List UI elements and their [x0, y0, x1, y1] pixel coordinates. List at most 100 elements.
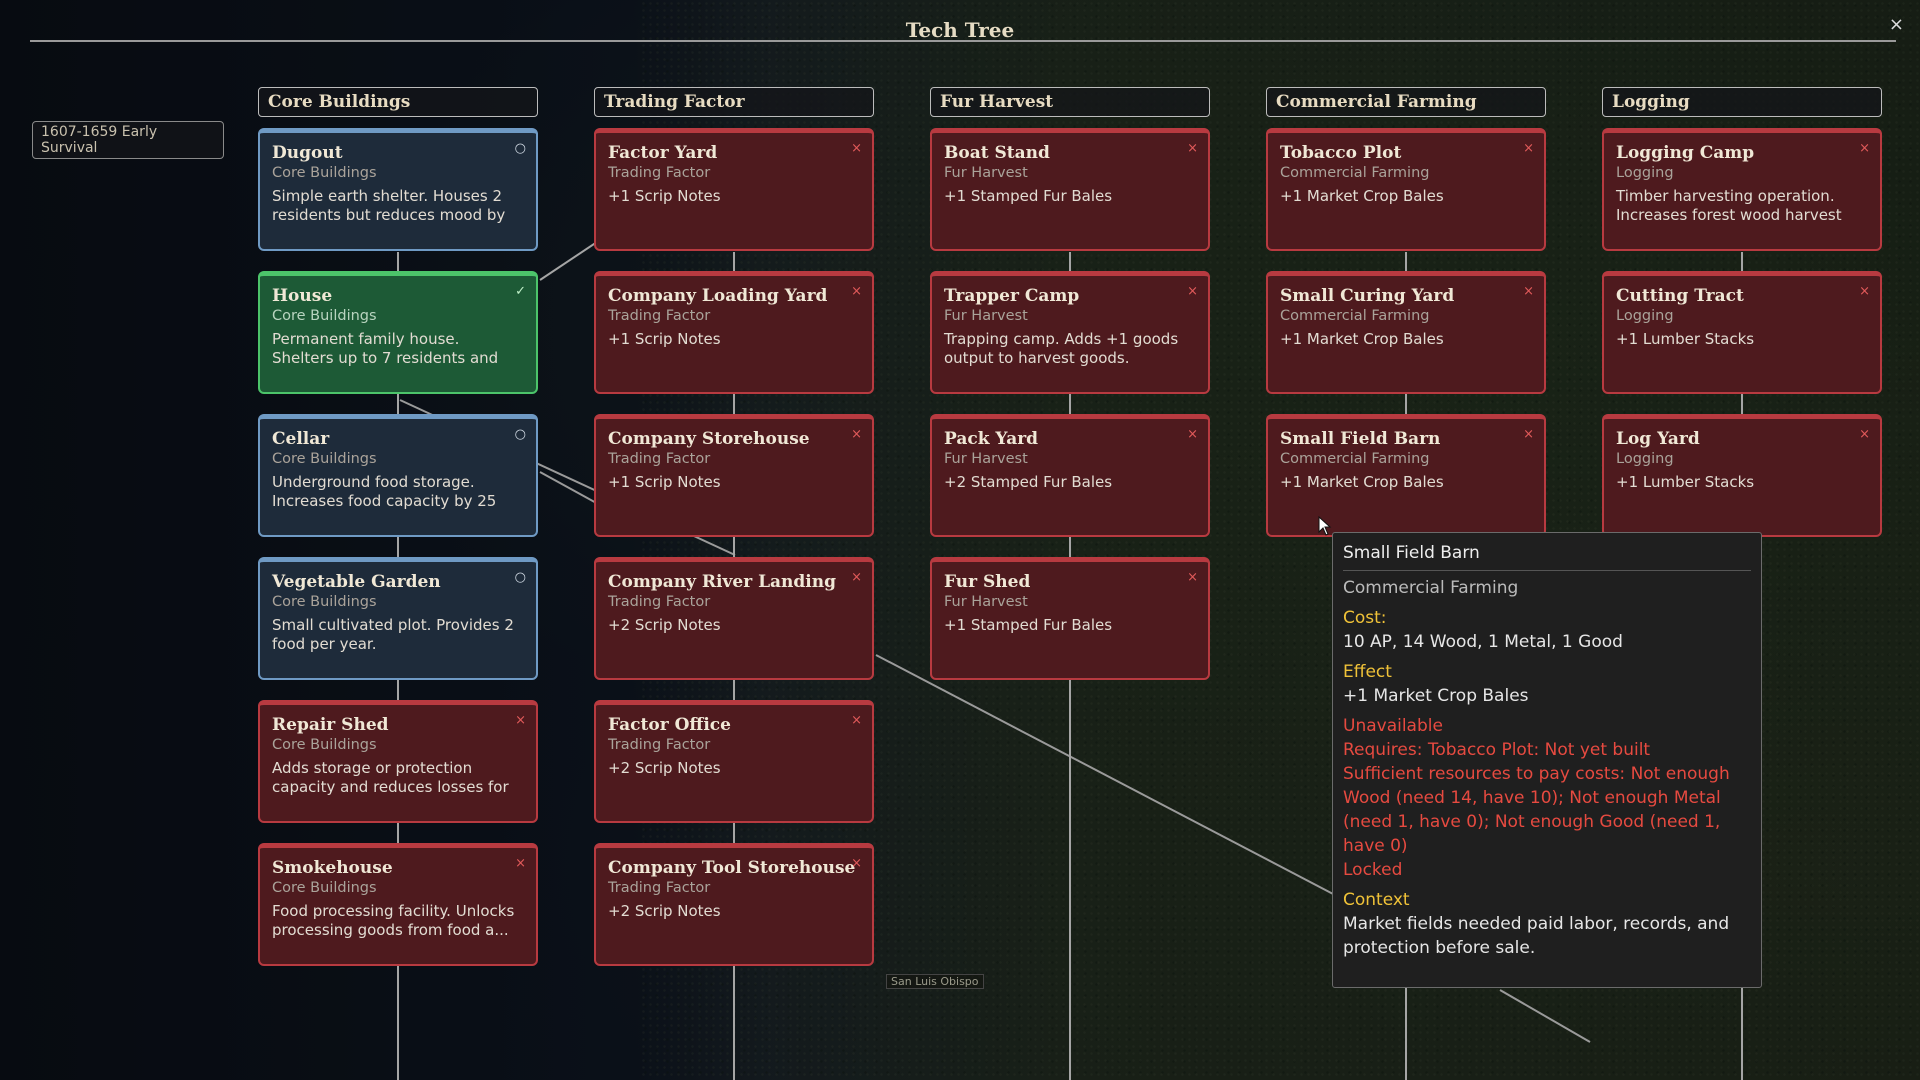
card-description: +1 Scrip Notes: [608, 473, 721, 491]
tooltip-title: Small Field Barn: [1343, 541, 1751, 571]
card-description: Underground food storage. Increases food…: [272, 473, 497, 510]
card-category: Fur Harvest: [944, 451, 1028, 467]
tech-card-fur-shed[interactable]: Fur Shed Fur Harvest +1 Stamped Fur Bale…: [930, 557, 1210, 680]
tech-card-pack-yard[interactable]: Pack Yard Fur Harvest +2 Stamped Fur Bal…: [930, 414, 1210, 537]
tech-card-cutting-tract[interactable]: Cutting Tract Logging +1 Lumber Stacks ×: [1602, 271, 1882, 394]
tech-card-dugout[interactable]: Dugout Core Buildings Simple earth shelt…: [258, 128, 538, 251]
available-circle-icon: ○: [514, 141, 526, 156]
card-category: Logging: [1616, 308, 1674, 324]
tech-card-company-tool-storehouse[interactable]: Company Tool Storehouse Trading Factor +…: [594, 843, 874, 966]
tech-card-logging-camp[interactable]: Logging Camp Logging Timber harvesting o…: [1602, 128, 1882, 251]
column-header-fur-harvest: Fur Harvest: [930, 87, 1210, 117]
connector-logging-lower: [1741, 988, 1743, 1080]
window-title: Tech Tree: [905, 18, 1015, 42]
tooltip-effect: +1 Market Crop Bales: [1343, 686, 1529, 706]
card-description: Adds storage or protection capacity and …: [272, 759, 509, 796]
card-description: +1 Scrip Notes: [608, 187, 721, 205]
locked-x-icon: ×: [1523, 284, 1534, 299]
tech-card-log-yard[interactable]: Log Yard Logging +1 Lumber Stacks ×: [1602, 414, 1882, 537]
locked-x-icon: ×: [1859, 284, 1870, 299]
card-title: Cellar: [272, 429, 330, 449]
tooltip-effect-label: Effect: [1343, 662, 1392, 682]
card-category: Trading Factor: [608, 737, 711, 753]
tooltip-requirement: Sufficient resources to pay costs: Not e…: [1343, 764, 1730, 856]
connector-cellar-landing: [539, 471, 601, 506]
card-category: Fur Harvest: [944, 308, 1028, 324]
tech-card-small-curing-yard[interactable]: Small Curing Yard Commercial Farming +1 …: [1266, 271, 1546, 394]
locked-x-icon: ×: [851, 570, 862, 585]
card-description: Food processing facility. Unlocks proces…: [272, 902, 515, 939]
tooltip-context-label: Context: [1343, 890, 1410, 910]
tech-card-tobacco-plot[interactable]: Tobacco Plot Commercial Farming +1 Marke…: [1266, 128, 1546, 251]
card-category: Trading Factor: [608, 880, 711, 896]
card-category: Core Buildings: [272, 165, 377, 181]
card-description: +2 Scrip Notes: [608, 902, 721, 920]
tech-card-factor-yard[interactable]: Factor Yard Trading Factor +1 Scrip Note…: [594, 128, 874, 251]
card-description: Small cultivated plot. Provides 2 food p…: [272, 616, 514, 653]
era-label: 1607-1659 Early Survival: [32, 121, 224, 159]
column-header-logging: Logging: [1602, 87, 1882, 117]
card-description: +1 Market Crop Bales: [1280, 330, 1444, 348]
tech-card-repair-shed[interactable]: Repair Shed Core Buildings Adds storage …: [258, 700, 538, 823]
locked-x-icon: ×: [1187, 570, 1198, 585]
card-title: Log Yard: [1616, 429, 1700, 449]
card-description: Permanent family house. Shelters up to 7…: [272, 330, 499, 367]
card-category: Fur Harvest: [944, 165, 1028, 181]
column-header-core-buildings: Core Buildings: [258, 87, 538, 117]
tooltip-unavailable-label: Unavailable: [1343, 716, 1443, 736]
card-title: Fur Shed: [944, 572, 1031, 592]
column-header-commercial-farming: Commercial Farming: [1266, 87, 1546, 117]
card-description: +2 Scrip Notes: [608, 616, 721, 634]
card-category: Trading Factor: [608, 165, 711, 181]
tech-card-house[interactable]: House Core Buildings Permanent family ho…: [258, 271, 538, 394]
card-category: Commercial Farming: [1280, 165, 1430, 181]
tech-card-company-river-landing[interactable]: Company River Landing Trading Factor +2 …: [594, 557, 874, 680]
card-title: Pack Yard: [944, 429, 1039, 449]
tooltip-requirement: Locked: [1343, 860, 1403, 880]
tooltip-cost-label: Cost:: [1343, 608, 1387, 628]
locked-x-icon: ×: [1523, 427, 1534, 442]
card-title: Smokehouse: [272, 858, 393, 878]
card-category: Core Buildings: [272, 880, 377, 896]
title-divider: [30, 40, 1896, 42]
map-place-label: San Luis Obispo: [886, 974, 984, 989]
tooltip-context: Market fields needed paid labor, records…: [1343, 914, 1730, 958]
close-icon[interactable]: ×: [1888, 14, 1904, 35]
locked-x-icon: ×: [1859, 141, 1870, 156]
connector-farming-lower: [1405, 988, 1407, 1080]
locked-x-icon: ×: [851, 141, 862, 156]
card-category: Trading Factor: [608, 594, 711, 610]
card-description: +1 Lumber Stacks: [1616, 330, 1755, 348]
card-title: Small Field Barn: [1280, 429, 1441, 449]
tech-card-vegetable-garden[interactable]: Vegetable Garden Core Buildings Small cu…: [258, 557, 538, 680]
locked-x-icon: ×: [1187, 141, 1198, 156]
card-title: Repair Shed: [272, 715, 389, 735]
card-description: +1 Market Crop Bales: [1280, 187, 1444, 205]
locked-x-icon: ×: [851, 427, 862, 442]
tech-card-company-storehouse[interactable]: Company Storehouse Trading Factor +1 Scr…: [594, 414, 874, 537]
card-title: Boat Stand: [944, 143, 1050, 163]
locked-x-icon: ×: [1859, 427, 1870, 442]
card-category: Commercial Farming: [1280, 451, 1430, 467]
locked-x-icon: ×: [515, 856, 526, 871]
tooltip-category: Commercial Farming: [1343, 578, 1519, 598]
tech-card-trapper-camp[interactable]: Trapper Camp Fur Harvest Trapping camp. …: [930, 271, 1210, 394]
tech-card-cellar[interactable]: Cellar Core Buildings Underground food s…: [258, 414, 538, 537]
locked-x-icon: ×: [851, 856, 862, 871]
card-title: Company Loading Yard: [608, 286, 828, 306]
tech-card-boat-stand[interactable]: Boat Stand Fur Harvest +1 Stamped Fur Ba…: [930, 128, 1210, 251]
card-description: Simple earth shelter. Houses 2 residents…: [272, 187, 506, 224]
tech-card-factor-office[interactable]: Factor Office Trading Factor +2 Scrip No…: [594, 700, 874, 823]
connector-landing-farming: [875, 654, 1336, 896]
checkmark-icon: ✓: [515, 284, 526, 299]
card-category: Logging: [1616, 451, 1674, 467]
locked-x-icon: ×: [515, 713, 526, 728]
mouse-cursor-icon: [1318, 516, 1332, 536]
card-title: Dugout: [272, 143, 343, 163]
card-title: Cutting Tract: [1616, 286, 1744, 306]
tech-card-company-loading-yard[interactable]: Company Loading Yard Trading Factor +1 S…: [594, 271, 874, 394]
tech-card-small-field-barn[interactable]: Small Field Barn Commercial Farming +1 M…: [1266, 414, 1546, 537]
tech-card-smokehouse[interactable]: Smokehouse Core Buildings Food processin…: [258, 843, 538, 966]
card-description: +1 Market Crop Bales: [1280, 473, 1444, 491]
card-category: Core Buildings: [272, 451, 377, 467]
